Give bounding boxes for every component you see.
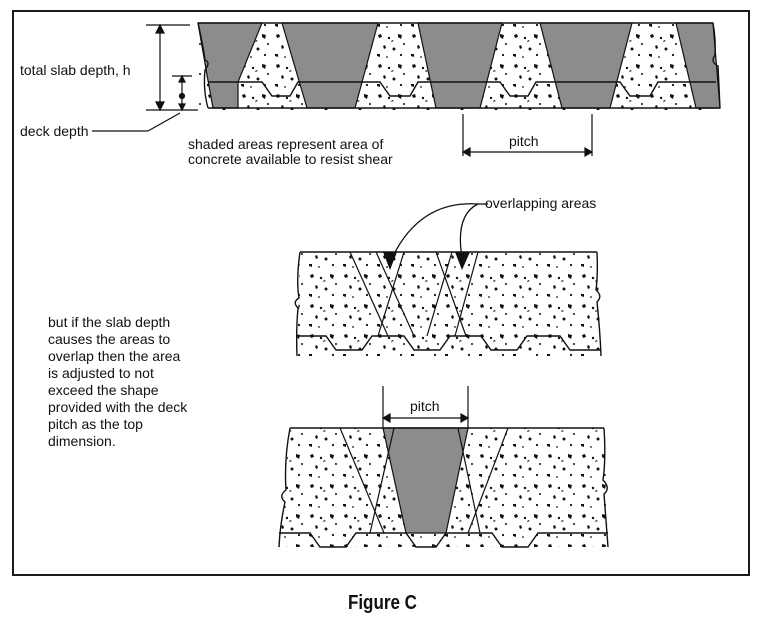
total-slab-depth-label: total slab depth, h [20,62,131,78]
depth-dimensions [92,23,198,132]
pitch-label-bottom: pitch [410,398,440,414]
bottom-slab-section [278,386,609,548]
overlap-explanation: but if the slab depth causes the areas t… [48,314,188,449]
deck-depth-label: deck depth [20,123,89,139]
pitch-dimension-bottom [381,386,470,428]
figure-frame [12,10,750,576]
pitch-label-top: pitch [509,133,539,149]
middle-slab-section [294,203,602,357]
steel-deck-profile [208,81,716,97]
figure-caption: Figure C [347,592,417,614]
overlapping-areas-label: overlapping areas [485,195,597,211]
shear-cone-lines [349,251,479,337]
shaded-areas-note: shaded areas represent area of concrete … [188,136,393,167]
overlap-arrows [391,203,488,259]
pitch-dimension-top [461,114,594,158]
top-slab-section [197,22,721,110]
